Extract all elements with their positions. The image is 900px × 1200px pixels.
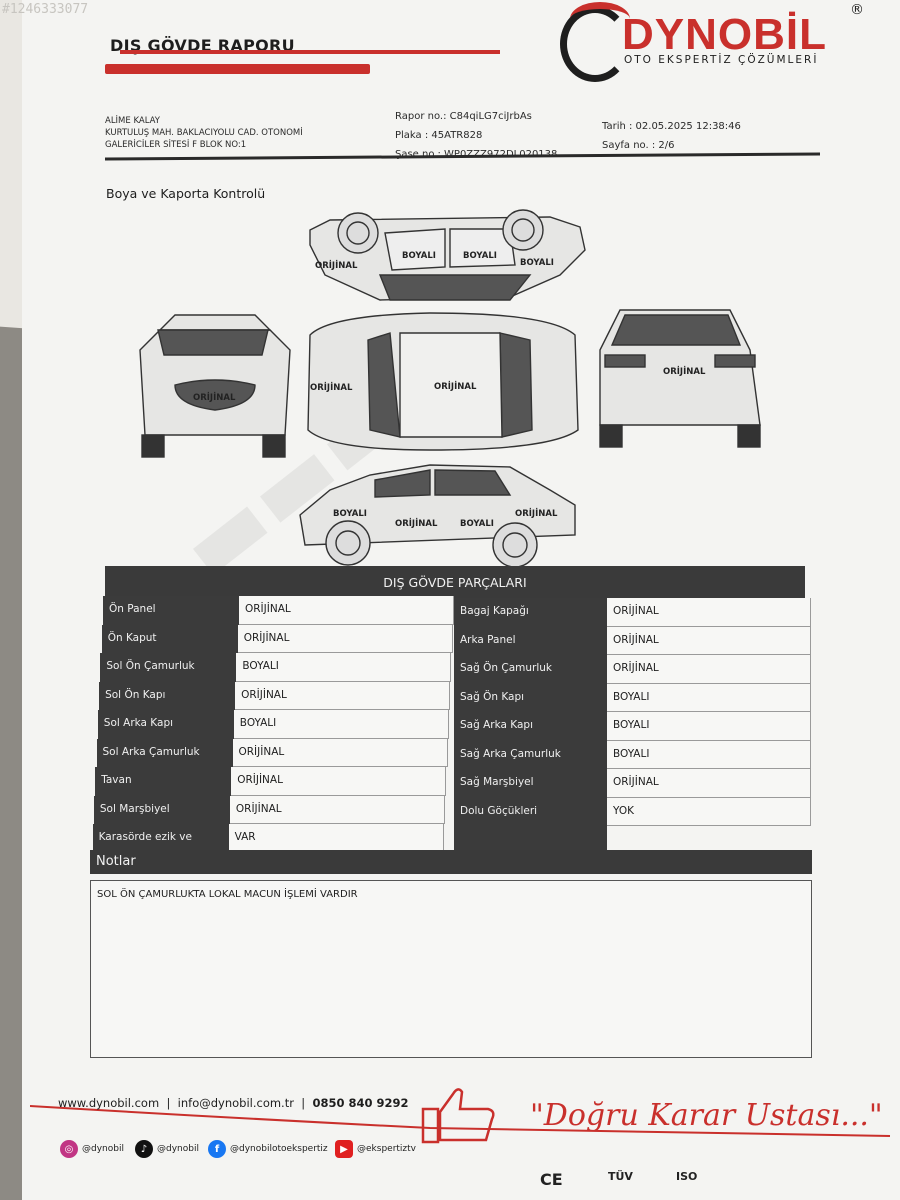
- label-rear: ORİJİNAL: [663, 367, 706, 377]
- email-link[interactable]: info@dynobil.com.tr: [177, 1096, 294, 1110]
- page-number: Sayfa no. : 2/6: [602, 140, 675, 151]
- label-top-left: ORİJİNAL: [315, 261, 358, 271]
- part-status: ORİJİNAL: [231, 767, 447, 796]
- part-name: Ön Kaput: [101, 624, 238, 653]
- label-side-rear-fender: ORİJİNAL: [515, 509, 558, 519]
- facebook-icon: f: [208, 1140, 226, 1158]
- footer-contact: www.dynobil.com | info@dynobil.com.tr | …: [58, 1096, 409, 1110]
- part-status: BOYALI: [607, 712, 811, 741]
- youtube-icon: ▶: [335, 1140, 353, 1158]
- title-underline: [120, 50, 500, 54]
- part-name: Sağ Ön Kapı: [454, 683, 607, 712]
- part-name: Sol Marşbiyel: [93, 795, 230, 824]
- social-handle: @ekspertiztv: [357, 1144, 416, 1154]
- logo-tagline: OTO EKSPERTİZ ÇÖZÜMLERİ: [624, 54, 819, 66]
- footer-red-line: [30, 1105, 891, 1137]
- social-instagram[interactable]: ◎ @dynobil: [60, 1140, 124, 1158]
- part-name: Sağ Arka Kapı: [454, 712, 607, 741]
- part-status: ORİJİNAL: [607, 598, 811, 627]
- part-status: VAR: [228, 824, 444, 853]
- part-name: Sağ Marşbiyel: [454, 769, 607, 798]
- car-outlines-svg: [139, 209, 761, 568]
- part-name: Tavan: [95, 767, 232, 796]
- label-roof: ORİJİNAL: [434, 382, 477, 392]
- tiktok-icon: ♪: [135, 1140, 153, 1158]
- part-name: Sağ Ön Çamurluk: [454, 655, 607, 684]
- report-date: Tarih : 02.05.2025 12:38:46: [602, 121, 741, 132]
- registered-mark: ®: [850, 2, 864, 18]
- report-number: Rapor no.: C84qiLG7ciJrbAs: [395, 111, 532, 122]
- label-side-rear-door: BOYALI: [460, 519, 494, 529]
- part-name: Bagaj Kapağı: [454, 598, 607, 627]
- part-name: Sol Arka Çamurluk: [96, 738, 233, 767]
- car-damage-diagram: ORİJİNAL BOYALI BOYALI BOYALI ORİJİNAL O…: [130, 205, 780, 570]
- logo-arc-red: [570, 2, 630, 36]
- social-tiktok[interactable]: ♪ @dynobil: [135, 1140, 199, 1158]
- image-id-watermark: #1246333077: [2, 2, 89, 17]
- part-name: Sağ Arka Çamurluk: [454, 740, 607, 769]
- part-name: Ön Panel: [103, 596, 239, 625]
- ce-mark: CE: [540, 1170, 563, 1189]
- website-link[interactable]: www.dynobil.com: [58, 1096, 160, 1110]
- part-name: Karasörde ezik ve çizikler: [92, 824, 229, 870]
- social-facebook[interactable]: f @dynobilotoekspertiz: [208, 1140, 328, 1158]
- part-status: ORİJİNAL: [607, 655, 811, 684]
- parts-table-title: DIŞ GÖVDE PARÇALARI: [105, 566, 805, 600]
- part-status: ORİJİNAL: [237, 624, 453, 653]
- part-name: Dolu Göçükleri: [454, 797, 607, 826]
- slogan: "Doğru Karar Ustası...": [530, 1098, 883, 1133]
- part-status: ORİJİNAL: [235, 681, 451, 710]
- notes-title: Notlar: [90, 850, 812, 874]
- social-handle: @dynobil: [157, 1144, 199, 1154]
- label-top-boyali: BOYALI: [402, 251, 436, 261]
- part-status: ORİJİNAL: [239, 596, 454, 625]
- part-status: BOYALI: [607, 683, 811, 712]
- address-line: ALİME KALAY: [105, 116, 160, 126]
- social-youtube[interactable]: ▶ @ekspertiztv: [335, 1140, 416, 1158]
- plate-number: Plaka : 45ATR828: [395, 130, 483, 141]
- part-status: BOYALI: [233, 710, 449, 739]
- part-name: Sol Arka Kapı: [97, 710, 234, 739]
- instagram-icon: ◎: [60, 1140, 78, 1158]
- part-status: ORİJİNAL: [229, 795, 445, 824]
- notes-box: SOL ÖN ÇAMURLUKTA LOKAL MACUN İŞLEMİ VAR…: [90, 880, 812, 1058]
- notes-header: Notlar: [90, 850, 812, 906]
- part-status: ORİJİNAL: [607, 769, 811, 798]
- label-top-boyali: BOYALI: [520, 258, 554, 268]
- thumbs-up-icon: [421, 1088, 495, 1144]
- social-handle: @dynobil: [82, 1144, 124, 1154]
- part-name: Sol Ön Çamurluk: [100, 653, 237, 682]
- part-name: Arka Panel: [454, 626, 607, 655]
- part-status: ORİJİNAL: [232, 738, 448, 767]
- social-handle: @dynobilotoekspertiz: [230, 1144, 328, 1154]
- part-status: YOK: [607, 797, 811, 826]
- title-accent-bar: [105, 64, 370, 74]
- label-side-front-fender: BOYALI: [333, 509, 367, 519]
- part-status: BOYALI: [236, 653, 452, 682]
- logo-brand-text: DYNOBİL: [622, 10, 827, 59]
- part-status: BOYALI: [607, 740, 811, 769]
- part-status: ORİJİNAL: [607, 626, 811, 655]
- label-top-boyali: BOYALI: [463, 251, 497, 261]
- dynobil-logo: DYNOBİL ® OTO EKSPERTİZ ÇÖZÜMLERİ: [560, 2, 880, 82]
- address-line: GALERİCİLER SİTESİ F BLOK NO:1: [105, 140, 247, 150]
- tuv-mark: TÜV: [608, 1170, 633, 1183]
- label-hood: ORİJİNAL: [310, 383, 353, 393]
- customer-address: ALİME KALAY KURTULUŞ MAH. BAKLACIYOLU CA…: [105, 115, 303, 151]
- section-title: Boya ve Kaporta Kontrolü: [106, 186, 266, 201]
- address-line: KURTULUŞ MAH. BAKLACIYOLU CAD. OTONOMİ: [105, 128, 303, 138]
- part-name: Sol Ön Kapı: [99, 681, 236, 710]
- label-front: ORİJİNAL: [193, 393, 236, 403]
- label-side-front-door: ORİJİNAL: [395, 519, 438, 529]
- notes-text: SOL ÖN ÇAMURLUKTA LOKAL MACUN İŞLEMİ VAR…: [97, 889, 358, 900]
- iso-mark: ISO: [676, 1170, 698, 1183]
- phone-number[interactable]: 0850 840 9292: [312, 1096, 409, 1110]
